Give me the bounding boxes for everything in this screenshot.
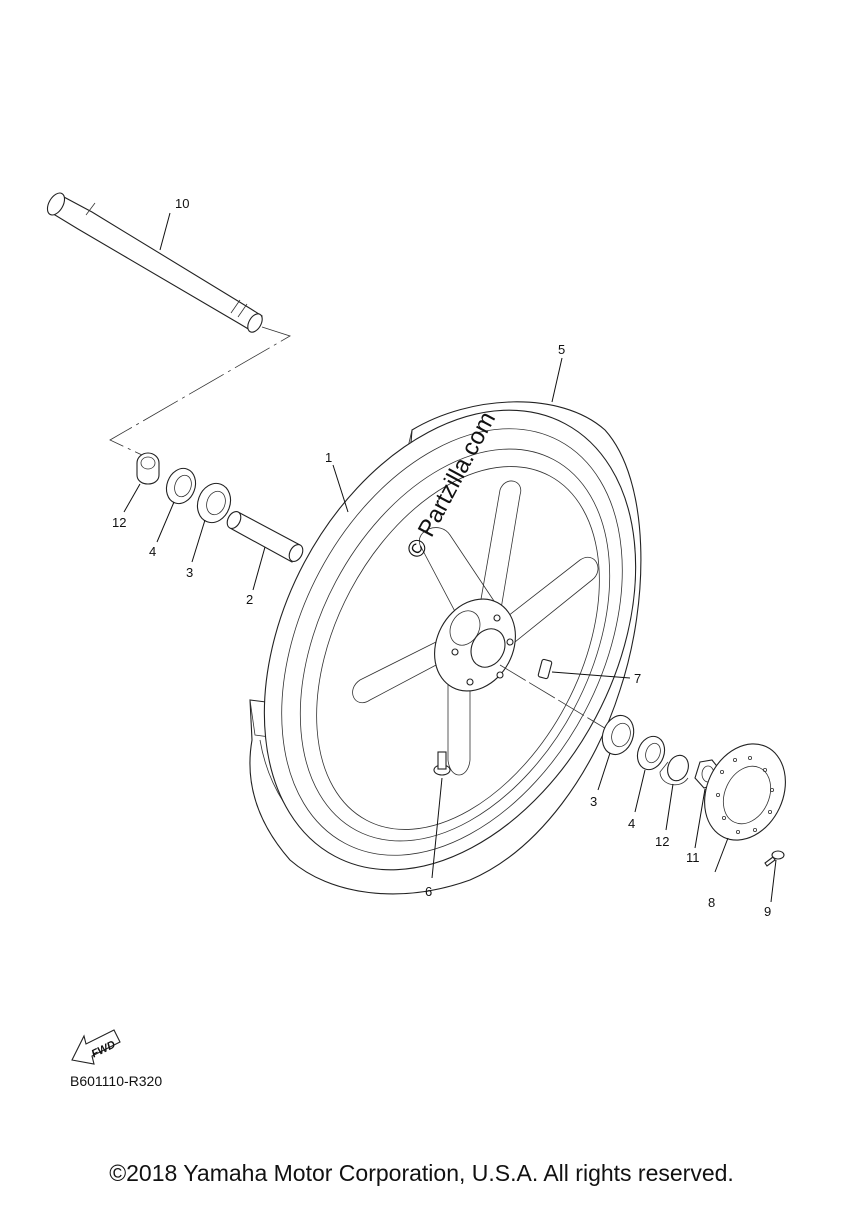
callout-12-left: 12 [112,515,126,530]
callout-3-left: 3 [186,565,193,580]
brake-disc[interactable] [689,731,800,854]
callout-5: 5 [558,342,565,357]
callout-6: 6 [425,884,432,899]
callout-9: 9 [764,904,771,919]
bearing-right[interactable] [597,711,639,759]
copyright-notice: ©2018 Yamaha Motor Corporation, U.S.A. A… [109,1160,734,1186]
callout-8: 8 [708,895,715,910]
disc-bolt[interactable] [764,850,785,867]
callout-12-right: 12 [655,834,669,849]
tire-valve[interactable] [431,751,451,879]
callout-11: 11 [686,850,700,865]
oil-seal-left[interactable] [162,464,201,507]
callout-4-right: 4 [628,816,635,831]
diagram-code: B601110-R320 [70,1073,163,1089]
spacer-collar[interactable] [224,509,305,564]
cast-wheel[interactable] [189,346,710,934]
fwd-arrow-icon: FWD [71,1029,121,1065]
callout-2: 2 [246,592,253,607]
balance-weight[interactable] [537,658,631,680]
collar-right[interactable] [659,752,692,786]
oil-seal-right[interactable] [633,733,669,774]
collar-left[interactable] [136,452,160,485]
callout-10: 10 [175,196,189,211]
callout-7: 7 [634,671,641,686]
callout-1: 1 [325,450,332,465]
bearing-left[interactable] [192,479,236,528]
front-axle[interactable] [44,190,265,335]
callout-4-left: 4 [149,544,156,559]
callout-3-right: 3 [590,794,597,809]
